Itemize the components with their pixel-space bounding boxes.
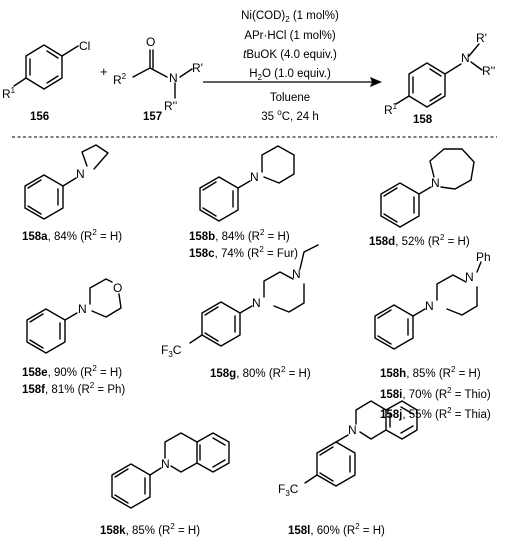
caption-158d: 158d, 52% (R2 = H) bbox=[369, 233, 470, 248]
condition-base: tBuOK (4.0 equiv.) bbox=[243, 49, 337, 61]
caption-158c: 158c, 74% (R2 = Fur) bbox=[189, 245, 298, 260]
caption-158a: 158a, 84% (R2 = H) bbox=[22, 228, 122, 243]
atom-n: N bbox=[252, 296, 261, 310]
structure-158h: N N Ph bbox=[374, 250, 491, 350]
caption-158b: 158b, 84% (R2 = H) bbox=[189, 228, 290, 243]
atom-n: N bbox=[461, 51, 470, 65]
structure-158a: N bbox=[24, 144, 109, 220]
caption-158i: 158i, 70% (R2 = Thio) bbox=[380, 386, 491, 401]
structure-158l: N F3C bbox=[278, 400, 418, 498]
atom-n: N bbox=[431, 176, 440, 190]
atom-n: N bbox=[465, 270, 474, 284]
atom-r-prime: R' bbox=[192, 61, 203, 75]
caption-158j: 158j, 55% (R2 = Thia) bbox=[380, 406, 491, 421]
atom-cl: Cl bbox=[79, 39, 90, 53]
atom-n: N bbox=[161, 457, 170, 471]
caption-158g: 158g, 80% (R2 = H) bbox=[210, 365, 311, 380]
cf3-group: F3C bbox=[278, 482, 299, 498]
reaction-arrow bbox=[203, 77, 382, 87]
structure-158d: N bbox=[380, 148, 475, 228]
atom-r-prime: R' bbox=[476, 31, 487, 45]
structure-158k: N bbox=[111, 432, 230, 509]
reactant-156-structure: Cl R1 bbox=[2, 39, 90, 101]
structure-158e: N O bbox=[26, 278, 122, 354]
atom-n: N bbox=[76, 167, 85, 181]
atom-r-dprime: R'' bbox=[164, 99, 177, 113]
caption-158l: 158l, 60% (R2 = H) bbox=[288, 522, 385, 537]
atom-n: N bbox=[348, 423, 357, 437]
compound-number-156: 156 bbox=[30, 111, 49, 123]
atom-n: N bbox=[250, 170, 259, 184]
atom-n: N bbox=[78, 302, 87, 316]
reaction-conditions: Ni(COD)2 (1 mol%) APr·HCl (1 mol%) tBuOK… bbox=[241, 10, 339, 123]
caption-158k: 158k, 85% (R2 = H) bbox=[100, 522, 200, 537]
compound-number-158: 158 bbox=[413, 114, 433, 126]
condition-temperature: 35 oC, 24 h bbox=[261, 108, 319, 123]
product-158-structure: N R' R'' R1 bbox=[384, 31, 495, 117]
condition-ligand: APr·HCl (1 mol%) bbox=[244, 30, 336, 42]
atom-o: O bbox=[113, 281, 122, 295]
caption-158f: 158f, 81% (R2 = Ph) bbox=[22, 381, 125, 396]
atom-ph: Ph bbox=[476, 250, 491, 264]
structure-158b: N bbox=[199, 145, 295, 222]
atom-r-dprime: R'' bbox=[482, 64, 495, 78]
atom-o: O bbox=[146, 35, 155, 49]
atom-n: N bbox=[169, 71, 178, 85]
reactant-157-structure: O N R2 R' R'' bbox=[113, 35, 203, 113]
compound-number-157: 157 bbox=[143, 111, 162, 123]
cf3-group: F3C bbox=[161, 343, 182, 359]
condition-catalyst: Ni(COD)2 (1 mol%) bbox=[241, 10, 339, 24]
atom-r2: R2 bbox=[113, 72, 127, 87]
atom-n: N bbox=[292, 267, 301, 281]
plus-sign: + bbox=[100, 64, 108, 79]
atom-r1: R1 bbox=[2, 86, 16, 101]
caption-158e: 158e, 90% (R2 = H) bbox=[22, 364, 122, 379]
structure-158g: N N F3C bbox=[161, 244, 319, 359]
caption-158h: 158h, 85% (R2 = H) bbox=[380, 365, 481, 380]
condition-water: H2O (1.0 equiv.) bbox=[249, 68, 331, 82]
atom-n: N bbox=[425, 299, 434, 313]
condition-solvent: Toluene bbox=[270, 92, 310, 104]
atom-r1: R1 bbox=[384, 102, 398, 117]
